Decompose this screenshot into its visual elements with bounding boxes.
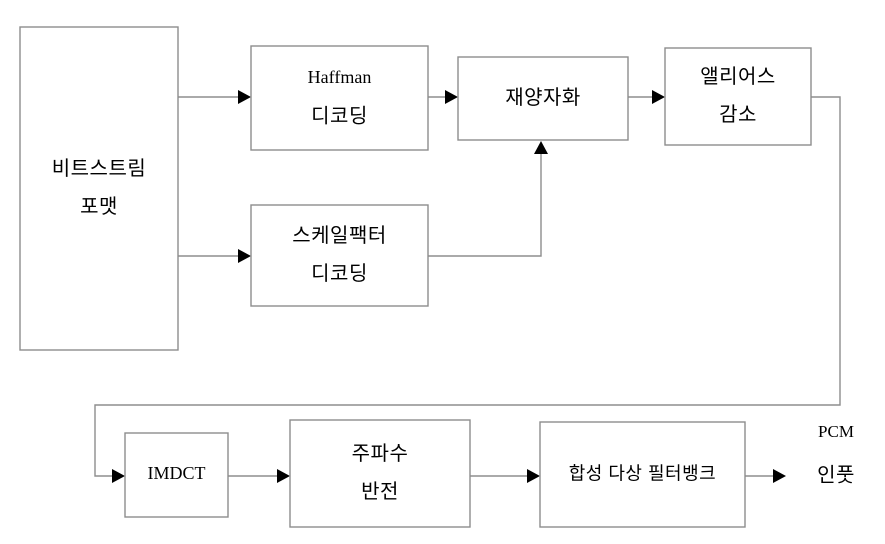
arrow-head-icon — [445, 90, 458, 104]
node-label-line: 디코딩 — [311, 262, 368, 285]
connector-line — [94, 96, 841, 477]
arrow-head-icon — [773, 469, 786, 483]
arrow-head-icon — [527, 469, 540, 483]
connector-frequency-inversion-to-filterbank — [470, 469, 540, 483]
output-label-line: PCM — [818, 422, 854, 441]
node-imdct[interactable]: IMDCT — [124, 432, 229, 518]
node-box[interactable] — [457, 56, 629, 141]
node-synthesis-polyphase-filterbank[interactable]: 합성 다상 필터뱅크 — [539, 421, 746, 528]
node-label-line: 반전 — [361, 480, 399, 503]
arrow-head-icon — [112, 469, 125, 483]
node-box[interactable] — [539, 421, 746, 528]
connector-bitstream-to-huffman — [178, 90, 251, 104]
connections-layer — [94, 90, 841, 483]
arrow-head-icon — [534, 141, 548, 154]
node-label-line: IMDCT — [148, 463, 206, 483]
node-box[interactable] — [250, 45, 429, 151]
node-label-line: 합성 다상 필터뱅크 — [569, 463, 716, 483]
node-box[interactable] — [19, 26, 179, 351]
connector-bitstream-to-scalefactor — [178, 249, 251, 263]
node-label-line: 스케일팩터 — [292, 224, 387, 247]
output-label-line: 인풋 — [817, 463, 855, 486]
node-box[interactable] — [124, 432, 229, 518]
arrow-head-icon — [277, 469, 290, 483]
node-box[interactable] — [289, 419, 471, 528]
node-box[interactable] — [250, 204, 429, 307]
connector-requantization-to-alias — [628, 90, 665, 104]
node-label-line: 주파수 — [352, 442, 409, 465]
label-pcm-output-label: PCM 인풋 — [817, 422, 855, 486]
free-labels-layer: PCM 인풋 — [817, 422, 855, 486]
nodes-layer: 비트스트림포맷Haffman디코딩스케일팩터디코딩재양자화앨리어스감소IMDCT… — [19, 26, 812, 528]
node-label-line: 디코딩 — [311, 104, 368, 127]
node-box[interactable] — [664, 47, 812, 146]
arrow-head-icon — [238, 90, 251, 104]
node-label-line: Haffman — [308, 67, 372, 87]
connector-alias-to-imdct-feedback — [94, 96, 841, 483]
arrow-head-icon — [652, 90, 665, 104]
node-huffman-decoding[interactable]: Haffman 디코딩 — [250, 45, 429, 151]
connector-line — [428, 148, 542, 257]
connector-huffman-to-requantization — [428, 90, 458, 104]
node-label-line: 비트스트림 — [52, 157, 147, 180]
node-label-line: 감소 — [719, 103, 757, 126]
connector-imdct-to-frequency-inversion — [228, 469, 290, 483]
connector-filterbank-to-pcm-output — [745, 469, 786, 483]
arrow-head-icon — [238, 249, 251, 263]
node-requantization[interactable]: 재양자화 — [457, 56, 629, 141]
connector-scalefactor-to-requantization — [428, 141, 548, 257]
node-label-line: 재양자화 — [505, 86, 581, 109]
node-label-line: 포맷 — [80, 195, 118, 218]
node-label-line: 앨리어스 — [700, 65, 776, 88]
